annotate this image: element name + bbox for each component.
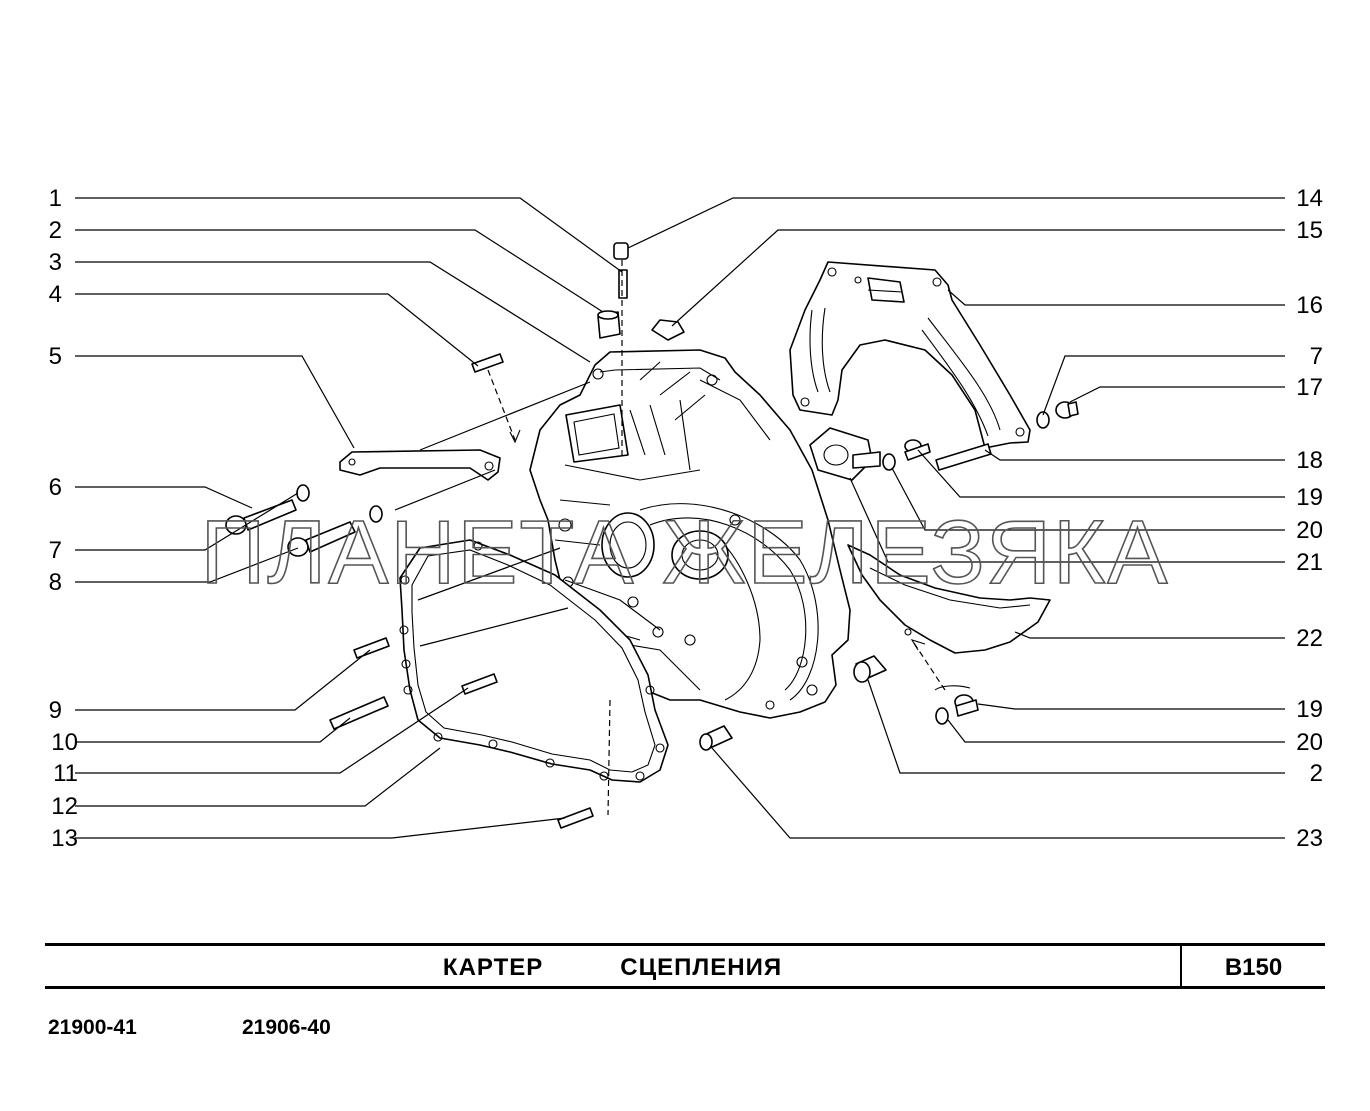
right-fasteners (809, 401, 1079, 481)
callout-15: 15 (1296, 217, 1323, 244)
callout-4: 4 (49, 281, 62, 308)
callout-21: 21 (1296, 549, 1323, 576)
top-fittings (597, 242, 685, 341)
callouts-left: 1 2 3 4 5 6 7 8 9 10 11 12 13 (49, 185, 78, 852)
title-divider (1180, 946, 1182, 986)
callout-10: 10 (51, 729, 78, 756)
leader-lines-left (75, 197, 623, 839)
callout-7: 7 (49, 537, 62, 564)
callout-12: 12 (51, 793, 78, 820)
callout-20: 20 (1296, 517, 1323, 544)
callout-6: 6 (49, 474, 62, 501)
callout-5: 5 (49, 343, 62, 370)
washer-7-left (296, 484, 383, 523)
lower-right-parts (699, 655, 979, 751)
page-title: КАРТЕР СЦЕПЛЕНИЯ (442, 954, 783, 981)
assembly-lines (487, 260, 971, 816)
stud-9 (353, 637, 390, 659)
callout-13: 13 (51, 825, 78, 852)
callout-7r: 7 (1310, 343, 1323, 370)
callout-3: 3 (49, 249, 62, 276)
bracket (339, 449, 501, 481)
callout-19: 19 (1296, 484, 1323, 511)
bolt-8 (287, 521, 356, 557)
callout-18: 18 (1296, 447, 1323, 474)
callout-2: 2 (49, 217, 62, 244)
callout-16: 16 (1296, 292, 1323, 319)
diagram-code: B150 (1224, 954, 1283, 981)
callout-23: 23 (1296, 825, 1323, 852)
cover-plate (789, 261, 1031, 449)
callout-11: 11 (53, 760, 78, 787)
leader-lines-right (627, 197, 1285, 839)
model-number-1: 21900-41 (48, 1016, 137, 1039)
callouts-right: 14 15 16 7 17 18 19 20 21 22 19 20 2 23 (1296, 185, 1323, 852)
callout-8: 8 (49, 569, 62, 596)
stud-13 (557, 807, 594, 829)
bolt-6 (225, 499, 297, 535)
callout-22: 22 (1296, 625, 1323, 652)
gasket (399, 539, 669, 783)
title-block: КАРТЕР СЦЕПЛЕНИЯ B150 (45, 943, 1325, 989)
watermark: ПЛАНЕТА ЖЕЛЕЗЯКА (201, 503, 1170, 603)
callout-20b: 20 (1296, 729, 1323, 756)
stud-10 (329, 696, 389, 730)
callout-1: 1 (49, 185, 62, 212)
callout-14: 14 (1296, 185, 1323, 212)
callout-17: 17 (1296, 374, 1323, 401)
model-number-2: 21906-40 (242, 1016, 331, 1039)
callout-9: 9 (49, 697, 62, 724)
callout-2r: 2 (1310, 760, 1323, 787)
callout-19b: 19 (1296, 696, 1323, 723)
flywheel-shield (847, 544, 1051, 654)
stud-4 (471, 353, 504, 373)
